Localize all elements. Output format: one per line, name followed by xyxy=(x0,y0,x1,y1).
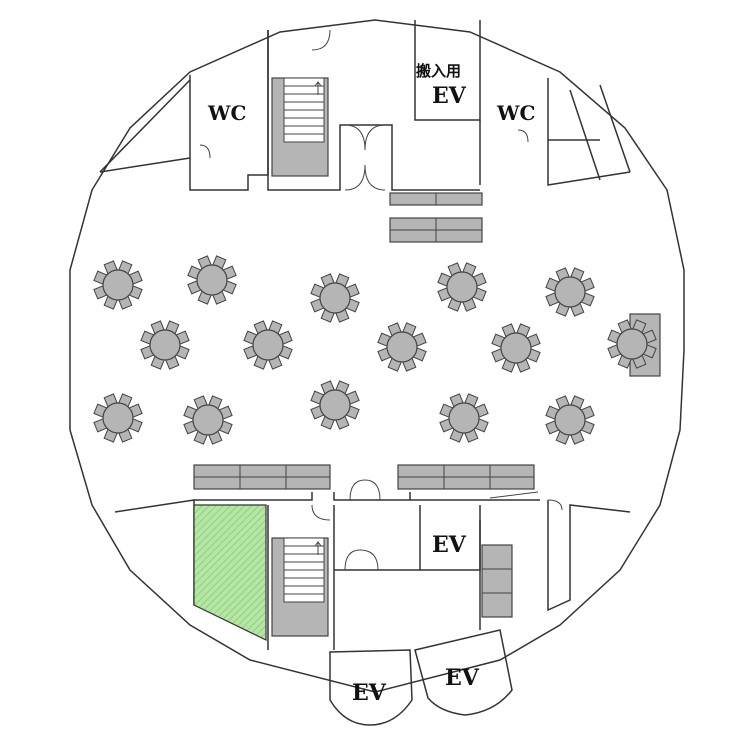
wc-right-label: WC xyxy=(496,101,535,125)
round-table xyxy=(437,262,487,312)
table-top xyxy=(319,282,351,314)
banquet-tables xyxy=(93,255,657,445)
counter-bottom-right xyxy=(397,464,535,490)
wc-left-label: WC xyxy=(207,101,246,125)
table-top xyxy=(616,328,648,360)
round-table xyxy=(377,322,427,372)
counter-top xyxy=(389,192,483,243)
round-table xyxy=(243,320,293,370)
freight-ev-label-top: 搬入用 xyxy=(416,62,461,80)
round-table xyxy=(310,273,360,323)
round-table xyxy=(93,393,143,443)
table-top xyxy=(386,331,418,363)
table-top xyxy=(252,329,284,361)
table-top xyxy=(196,264,228,296)
table-top xyxy=(149,329,181,361)
table-top xyxy=(500,332,532,364)
stair-top xyxy=(271,77,329,177)
freight-ev-label-bottom: EV xyxy=(432,83,467,109)
round-table xyxy=(93,260,143,310)
round-table xyxy=(607,319,657,369)
round-table xyxy=(183,395,233,445)
round-table xyxy=(187,255,237,305)
table-top xyxy=(554,404,586,436)
table-top xyxy=(192,404,224,436)
table-top xyxy=(102,402,134,434)
round-table xyxy=(310,380,360,430)
round-table xyxy=(439,393,489,443)
stair-bottom xyxy=(271,537,329,637)
bottom-core xyxy=(114,479,631,650)
top-core xyxy=(99,20,631,191)
ev-bottom-left-label: EV xyxy=(352,680,387,706)
table-top xyxy=(319,389,351,421)
round-table xyxy=(545,395,595,445)
table-top xyxy=(446,271,478,303)
elevator-pod-left xyxy=(329,649,413,726)
counter-bottom-left xyxy=(193,464,331,490)
table-top xyxy=(554,276,586,308)
table-top xyxy=(448,402,480,434)
cabinet-bottom-right xyxy=(481,544,513,618)
ev-bottom-right-label: EV xyxy=(445,665,480,691)
elevator-pod-right xyxy=(414,629,513,716)
highlighted-room xyxy=(193,504,267,641)
round-table xyxy=(545,267,595,317)
round-table xyxy=(491,323,541,373)
round-table xyxy=(140,320,190,370)
ev-center-label: EV xyxy=(432,532,467,558)
building-outline xyxy=(69,19,685,693)
table-top xyxy=(102,269,134,301)
